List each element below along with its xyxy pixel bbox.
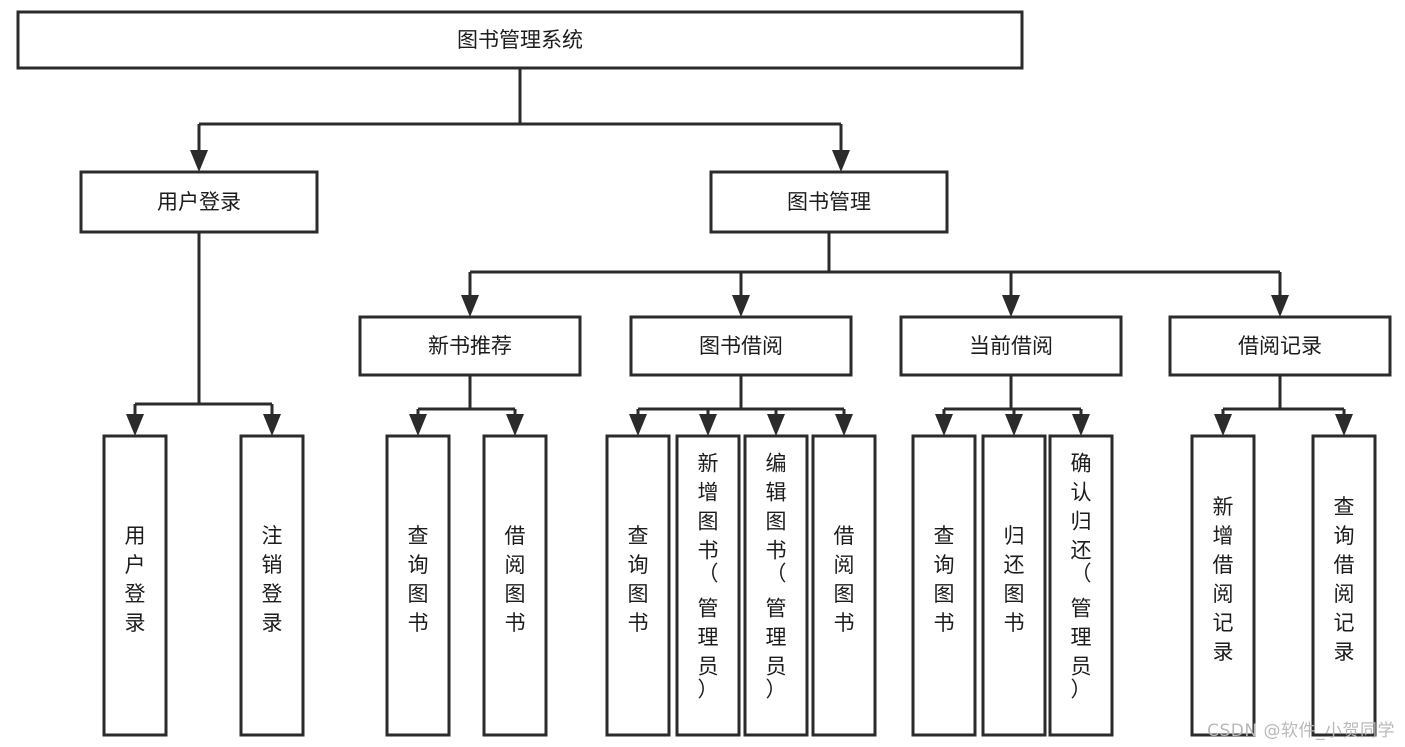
node-leaf-8[interactable]: 查询图书	[911, 434, 977, 737]
node-leaf-1[interactable]: 注销登录	[239, 434, 305, 737]
node-box[interactable]	[629, 315, 853, 377]
arrow-head-icon	[935, 414, 953, 436]
node-label: 新书推荐	[428, 334, 512, 358]
node-leaf-7[interactable]: 借阅图书	[811, 434, 877, 737]
node-box[interactable]	[911, 434, 977, 737]
node-label: 图书管理系统	[457, 28, 583, 52]
node-leaf-0[interactable]: 用户登录	[102, 434, 168, 737]
arrow-head-icon	[1271, 295, 1289, 317]
node-box[interactable]	[16, 10, 1024, 70]
connector-line	[468, 232, 1280, 311]
node-root-system[interactable]: 图书管理系统	[16, 10, 1024, 70]
node-leaf-10[interactable]: 确认归还（管理员）	[1048, 434, 1114, 737]
node-label: 查询图书	[628, 524, 649, 635]
node-box[interactable]	[239, 434, 305, 737]
node-label: 查询图书	[934, 524, 955, 635]
arrow-head-icon	[190, 150, 208, 172]
node-box[interactable]	[675, 434, 741, 737]
node-level3-0[interactable]: 新书推荐	[358, 315, 582, 377]
connector-line	[197, 68, 841, 166]
node-box[interactable]	[79, 170, 319, 234]
connector-line	[1221, 375, 1344, 430]
arrow-head-icon	[629, 414, 647, 436]
node-box[interactable]	[981, 434, 1047, 737]
node-leaf-11[interactable]: 新增借阅记录	[1190, 434, 1256, 737]
node-label: 借阅记录	[1238, 334, 1322, 358]
node-layer: 图书管理系统用户登录图书管理新书推荐图书借阅当前借阅借阅记录用户登录注销登录查询…	[16, 10, 1392, 737]
node-box[interactable]	[605, 434, 671, 737]
arrow-head-icon	[263, 414, 281, 436]
node-label: 编辑图书（管理员）	[766, 452, 787, 702]
node-label: 查询图书	[408, 524, 429, 635]
node-label: 新增借阅记录	[1213, 495, 1234, 664]
node-label: 查询借阅记录	[1334, 495, 1355, 664]
arrow-head-icon	[767, 414, 785, 436]
arrow-head-icon	[461, 295, 479, 317]
node-label: 当前借阅	[969, 334, 1053, 358]
node-box[interactable]	[102, 434, 168, 737]
node-label: 归还图书	[1004, 524, 1025, 635]
node-leaf-6[interactable]: 编辑图书（管理员）	[743, 434, 809, 737]
node-label: 注销登录	[262, 524, 283, 635]
node-box[interactable]	[1311, 434, 1377, 737]
arrow-head-icon	[506, 414, 524, 436]
node-box[interactable]	[899, 315, 1123, 377]
connector-layer	[126, 68, 1353, 436]
node-box[interactable]	[482, 434, 548, 737]
csdn-watermark: CSDN @软件_小贺同学	[1207, 721, 1395, 741]
arrow-head-icon	[1002, 295, 1020, 317]
connector-line	[133, 232, 272, 430]
node-leaf-3[interactable]: 借阅图书	[482, 434, 548, 737]
node-level3-2[interactable]: 当前借阅	[899, 315, 1123, 377]
arrow-head-icon	[835, 414, 853, 436]
node-label: 新增图书（管理员）	[698, 452, 719, 702]
node-label: 图书借阅	[699, 334, 783, 358]
arrow-head-icon	[409, 414, 427, 436]
node-level2-0[interactable]: 用户登录	[79, 170, 319, 234]
arrow-head-icon	[832, 150, 850, 172]
arrow-head-icon	[1214, 414, 1232, 436]
connector-line	[636, 375, 844, 430]
node-box[interactable]	[358, 315, 582, 377]
node-leaf-4[interactable]: 查询图书	[605, 434, 671, 737]
node-label: 借阅图书	[505, 524, 526, 635]
node-leaf-9[interactable]: 归还图书	[981, 434, 1047, 737]
arrow-head-icon	[1335, 414, 1353, 436]
node-label: 借阅图书	[834, 524, 855, 635]
node-level3-3[interactable]: 借阅记录	[1168, 315, 1392, 377]
node-box[interactable]	[811, 434, 877, 737]
node-level2-1[interactable]: 图书管理	[709, 170, 949, 234]
node-leaf-12[interactable]: 查询借阅记录	[1311, 434, 1377, 737]
arrow-head-icon	[126, 414, 144, 436]
arrow-head-icon	[1005, 414, 1023, 436]
node-level3-1[interactable]: 图书借阅	[629, 315, 853, 377]
node-label: 图书管理	[787, 190, 871, 214]
node-leaf-2[interactable]: 查询图书	[385, 434, 451, 737]
node-box[interactable]	[1048, 434, 1114, 737]
node-box[interactable]	[385, 434, 451, 737]
node-label: 用户登录	[157, 190, 241, 214]
node-box[interactable]	[1168, 315, 1392, 377]
arrow-head-icon	[699, 414, 717, 436]
node-label: 用户登录	[125, 524, 146, 635]
arrow-head-icon	[1072, 414, 1090, 436]
node-box[interactable]	[709, 170, 949, 234]
node-box[interactable]	[743, 434, 809, 737]
node-box[interactable]	[1190, 434, 1256, 737]
arrow-head-icon	[732, 295, 750, 317]
node-label: 确认归还（管理员）	[1071, 452, 1092, 702]
connector-line	[416, 375, 515, 430]
node-leaf-5[interactable]: 新增图书（管理员）	[675, 434, 741, 737]
